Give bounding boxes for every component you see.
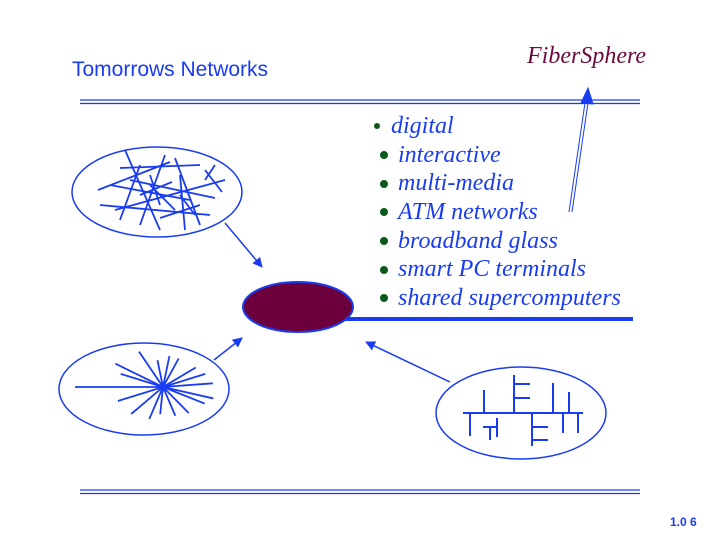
fibersphere-arrow bbox=[568, 86, 594, 213]
bottom-divider bbox=[80, 489, 640, 495]
star-spoke bbox=[138, 351, 164, 388]
star-spoke bbox=[162, 386, 190, 414]
mesh-arrow bbox=[224, 222, 263, 268]
bullet-icon bbox=[380, 294, 388, 303]
top-divider bbox=[80, 99, 640, 105]
fibersphere-hub bbox=[242, 281, 354, 333]
fibersphere-logo: FiberSphere bbox=[527, 43, 647, 69]
star-network-ellipse bbox=[58, 342, 230, 436]
star-spoke bbox=[148, 386, 164, 420]
mesh-network-ellipse bbox=[71, 146, 243, 238]
page-number: 1.0 6 bbox=[670, 515, 697, 529]
list-item: smart PC terminals bbox=[374, 255, 621, 284]
list-item: multi-media bbox=[374, 169, 621, 198]
star-spoke bbox=[130, 386, 164, 415]
list-item: interactive bbox=[374, 141, 621, 170]
tree-network-ellipse bbox=[435, 366, 607, 460]
star-spoke bbox=[114, 362, 164, 388]
star-spoke bbox=[162, 386, 214, 400]
star-spoke bbox=[162, 373, 206, 388]
bullet-icon bbox=[380, 151, 388, 160]
feature-list: digital interactive multi-media ATM netw… bbox=[374, 112, 621, 313]
star-spoke bbox=[162, 382, 213, 388]
slide-title: Tomorrows Networks bbox=[72, 58, 269, 81]
star-spoke bbox=[117, 386, 164, 402]
star-arrow bbox=[213, 337, 243, 361]
star-spoke bbox=[162, 358, 180, 388]
star-spoke bbox=[159, 386, 164, 415]
bullet-icon bbox=[380, 179, 388, 188]
bullet-icon bbox=[380, 237, 388, 246]
bullet-icon bbox=[380, 208, 388, 217]
star-spoke bbox=[120, 373, 164, 388]
list-item: digital bbox=[374, 112, 621, 141]
star-spoke bbox=[162, 386, 206, 405]
bullet-icon bbox=[374, 123, 380, 130]
bullet-icon bbox=[380, 265, 388, 274]
star-spoke bbox=[162, 366, 197, 388]
star-spoke bbox=[162, 386, 177, 417]
list-item: ATM networks bbox=[374, 198, 621, 227]
star-spoke bbox=[162, 355, 171, 388]
list-item: broadband glass bbox=[374, 227, 621, 256]
tree-arrow bbox=[365, 341, 451, 383]
star-spoke bbox=[156, 360, 164, 388]
list-item: shared supercomputers bbox=[374, 284, 621, 313]
